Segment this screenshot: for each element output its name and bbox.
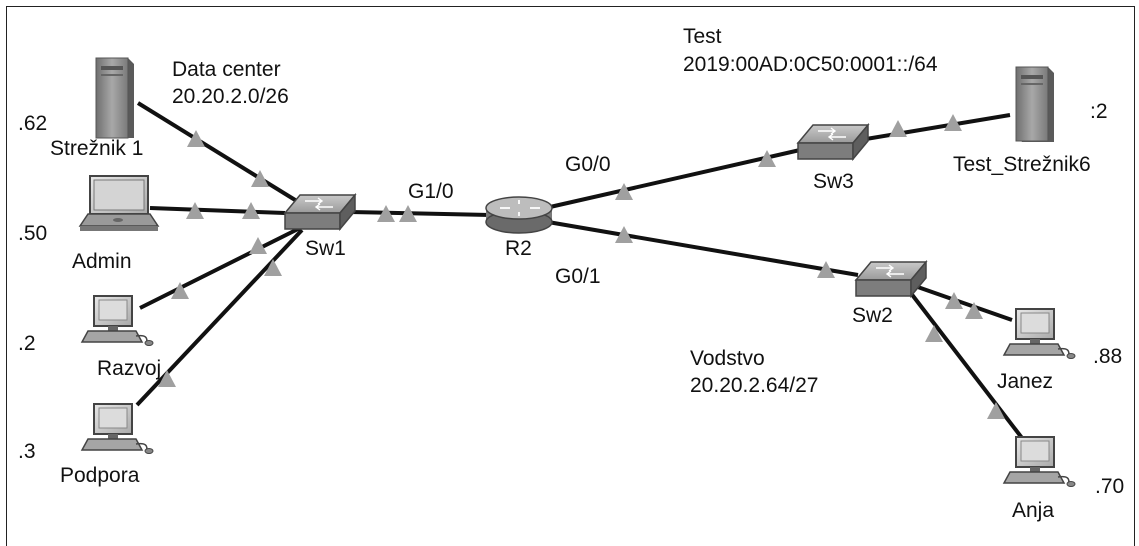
switch-sw3[interactable]: Sw3	[796, 122, 870, 193]
port-indicator	[944, 114, 962, 131]
switch-sw1[interactable]: Sw1	[283, 192, 357, 260]
port-indicator	[249, 237, 267, 254]
port-indicator	[817, 261, 835, 278]
router-r2[interactable]: R2	[485, 196, 553, 260]
address-label: .62	[18, 112, 47, 135]
device-label: Admin	[72, 250, 132, 273]
port-indicator	[242, 202, 260, 219]
device-label: Janez	[997, 370, 1053, 393]
device-label: Sw3	[813, 170, 854, 193]
link-sw1-r2	[349, 210, 491, 217]
port-indicator	[925, 325, 943, 342]
address-label: .2	[18, 332, 36, 355]
port-indicator	[264, 259, 282, 276]
network-name: Vodstvo	[690, 347, 765, 370]
laptop-icon	[78, 175, 160, 231]
link-r2-sw3	[549, 148, 801, 209]
device-label: Strežnik 1	[50, 137, 143, 160]
network-prefix: 20.20.2.64/27	[690, 374, 818, 397]
network-topology: Strežnik 1 .62 Admin .50 Razvoj .2	[18, 25, 1124, 522]
interface-label-g1-0: G1/0	[408, 180, 454, 203]
laptop-admin[interactable]: Admin	[72, 175, 160, 273]
switch-icon	[796, 122, 870, 162]
device-label: R2	[505, 237, 532, 260]
network-prefix: 20.20.2.0/26	[172, 85, 289, 108]
device-label: Razvoj	[97, 357, 161, 380]
port-indicator	[377, 205, 395, 222]
address-label: :2	[1090, 100, 1108, 123]
device-label: Sw1	[305, 237, 346, 260]
server-streznik1[interactable]: Strežnik 1	[50, 57, 143, 160]
server-icon	[1015, 66, 1054, 142]
device-label: Sw2	[852, 304, 893, 327]
address-label: .50	[18, 222, 47, 245]
port-indicator	[987, 402, 1005, 419]
link-sw2-anja	[908, 290, 1024, 440]
device-label: Test_Strežnik6	[953, 153, 1091, 176]
desktop-pc-icon	[1002, 308, 1076, 359]
port-indicator	[186, 202, 204, 219]
port-indicator	[171, 282, 189, 299]
server-icon	[95, 57, 134, 139]
device-label: Anja	[1012, 499, 1054, 522]
switch-icon	[854, 259, 928, 299]
desktop-pc-icon	[80, 295, 154, 346]
link-sw3-test-streznik6	[859, 113, 1011, 142]
network-name: Test	[683, 25, 722, 48]
port-indicator	[158, 370, 176, 387]
port-indicator	[187, 130, 205, 147]
device-label: Podpora	[60, 464, 140, 487]
network-label-data-center: Data center 20.20.2.0/26	[172, 58, 289, 108]
switch-icon	[283, 192, 357, 232]
link-razvoj-sw1	[139, 226, 301, 310]
address-label: .88	[1093, 345, 1122, 368]
port-indicator	[945, 292, 963, 309]
link-podpora-sw1	[135, 228, 304, 407]
link-admin-sw1	[149, 206, 286, 215]
interface-label-g0-0: G0/0	[565, 153, 611, 176]
network-prefix: 2019:00AD:0C50:0001::/64	[683, 53, 938, 76]
address-label: .70	[1095, 475, 1124, 498]
desktop-pc-icon	[1002, 436, 1076, 487]
port-indicator	[889, 120, 907, 137]
port-indicator	[615, 183, 633, 200]
link-sw2-janez	[911, 283, 1013, 322]
interface-label-g0-1: G0/1	[555, 265, 601, 288]
port-indicator	[251, 170, 269, 187]
pc-podpora[interactable]: Podpora	[60, 403, 154, 487]
diagram-frame	[6, 6, 1135, 546]
router-icon	[485, 196, 553, 234]
network-label-vodstvo: Vodstvo 20.20.2.64/27	[690, 347, 818, 397]
port-indicator	[758, 150, 776, 167]
server-test-streznik6[interactable]: Test_Strežnik6	[953, 66, 1091, 176]
switch-sw2[interactable]: Sw2	[852, 259, 928, 327]
desktop-pc-icon	[80, 403, 154, 454]
network-label-test: Test 2019:00AD:0C50:0001::/64	[683, 25, 938, 76]
network-name: Data center	[172, 58, 281, 81]
pc-anja[interactable]: Anja	[1002, 436, 1076, 522]
port-indicator	[399, 205, 417, 222]
link-streznik1-sw1	[136, 101, 302, 205]
link-r2-sw2	[547, 220, 859, 277]
pc-razvoj[interactable]: Razvoj	[80, 295, 161, 380]
address-label: .3	[18, 440, 36, 463]
port-indicator	[965, 302, 983, 319]
port-indicator	[615, 226, 633, 243]
pc-janez[interactable]: Janez	[997, 308, 1076, 393]
port-indicators	[158, 114, 1005, 419]
